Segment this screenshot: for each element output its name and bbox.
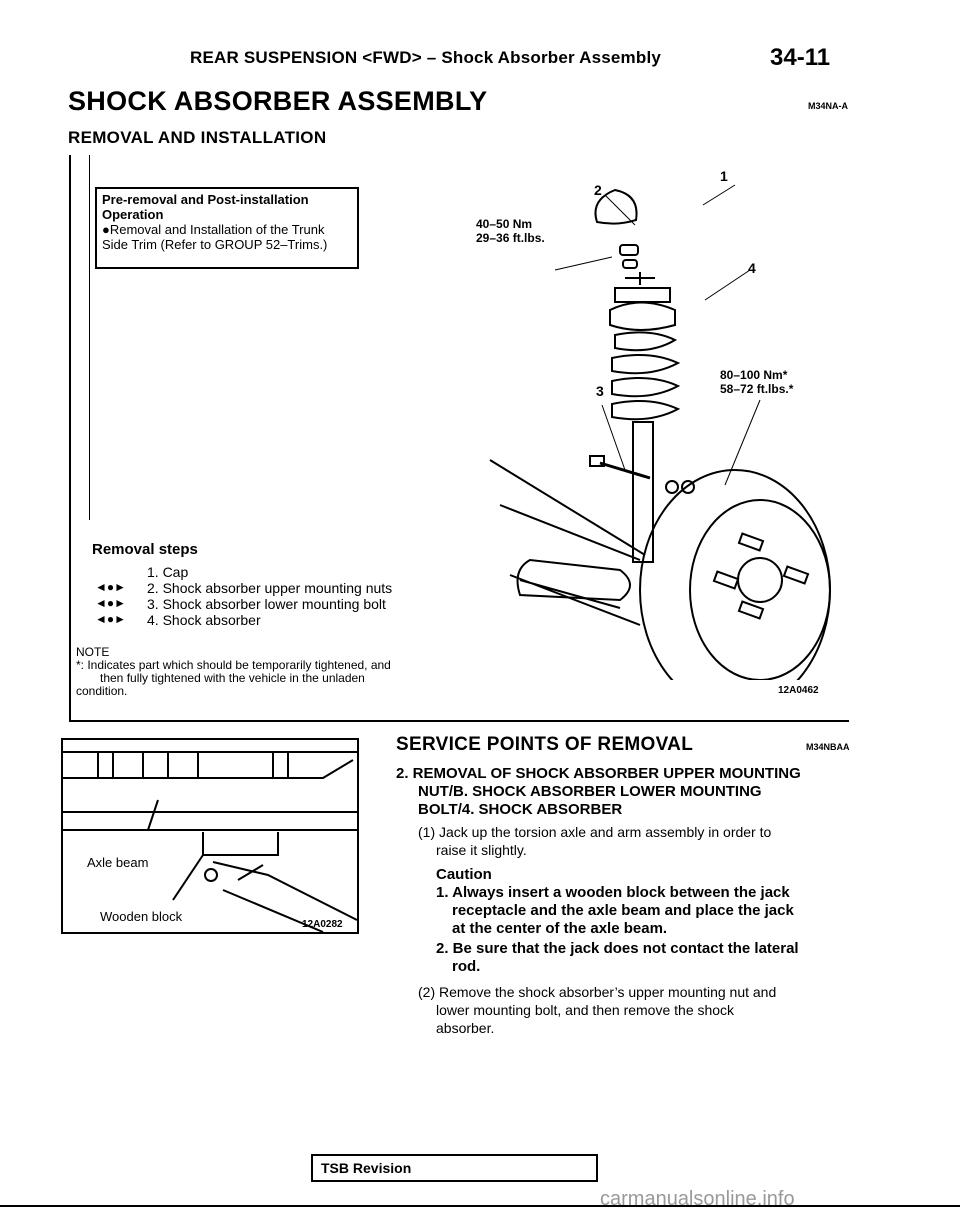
note-line: condition.: [76, 684, 128, 698]
figure-code: 12A0462: [778, 685, 819, 696]
caution-item: receptacle and the axle beam and place t…: [452, 902, 794, 919]
label-wooden-block: Wooden block: [100, 909, 183, 924]
label-axle-beam: Axle beam: [87, 855, 149, 870]
caution-heading: Caution: [436, 866, 492, 883]
procedure-step: (2) Remove the shock absorber’s upper mo…: [418, 984, 777, 1000]
running-header: REAR SUSPENSION <FWD> – Shock Absorber A…: [190, 48, 662, 67]
pre-removal-box: Pre-removal and Post-installation Operat…: [95, 187, 359, 269]
step-text: 4. Shock absorber: [147, 612, 261, 628]
figure-code: 12A0282: [302, 919, 343, 930]
removal-step: ◄●► 4. Shock absorber: [95, 612, 435, 628]
note-line: *: Indicates part which should be tempor…: [76, 658, 391, 672]
title-code: M34NA-A: [808, 101, 849, 111]
left-rule: [69, 155, 71, 720]
caution-item: 1. Always insert a wooden block between …: [436, 884, 790, 901]
brake-drum-part: [639, 469, 831, 680]
torque-spec-lower-nm: 80–100 Nm*: [720, 368, 788, 382]
callout-2: 2: [594, 182, 602, 198]
step-text: 1. Cap: [147, 564, 189, 580]
jack-illustration: [63, 751, 358, 933]
service-point-mark: ◄●►: [95, 612, 127, 626]
removal-step: 1. Cap: [95, 564, 435, 580]
step-text: 3. Shock absorber lower mounting bolt: [147, 596, 386, 612]
service-item-title: BOLT/4. SHOCK ABSORBER: [418, 801, 623, 818]
procedure-step: raise it slightly.: [436, 842, 527, 858]
note: NOTE *: Indicates part which should be t…: [76, 646, 391, 698]
service-point-mark: ◄●►: [95, 580, 127, 594]
step-text: 2. Shock absorber upper mounting nuts: [147, 580, 393, 596]
callout-1: 1: [720, 168, 728, 184]
note-line: then fully tightened with the vehicle in…: [100, 671, 365, 685]
trailing-arm-part: [516, 558, 631, 602]
section-divider: [69, 720, 849, 722]
page-title: SHOCK ABSORBER ASSEMBLY: [68, 86, 488, 116]
caution-item: 2. Be sure that the jack does not contac…: [436, 940, 799, 957]
removal-step: ◄●► 3. Shock absorber lower mounting bol…: [95, 596, 435, 612]
service-item-title: NUT/B. SHOCK ABSORBER LOWER MOUNTING: [418, 783, 762, 800]
shock-body-part: [632, 421, 654, 563]
tsb-revision-box: TSB Revision: [311, 1154, 598, 1182]
procedure-step: absorber.: [436, 1020, 495, 1036]
upper-nut-part: [619, 244, 639, 256]
page-number: 34-11: [770, 44, 831, 71]
caution-item: rod.: [452, 958, 481, 975]
procedure-step: lower mounting bolt, and then remove the…: [436, 1002, 735, 1018]
service-point-mark: ◄●►: [95, 596, 127, 610]
pre-removal-heading: Pre-removal and Post-installation Operat…: [102, 192, 309, 222]
callout-3: 3: [596, 383, 604, 399]
service-item-title: 2. REMOVAL OF SHOCK ABSORBER UPPER MOUNT…: [396, 765, 801, 782]
footer-rule: [0, 1205, 960, 1207]
pre-removal-item: ●Removal and Installation of the Trunk S…: [102, 222, 328, 252]
removal-steps-heading: Removal steps: [92, 541, 198, 558]
wooden-block-part: [202, 832, 279, 856]
caution-item: at the center of the axle beam.: [452, 920, 668, 937]
callout-4: 4: [748, 260, 756, 276]
lower-bolt-part: [599, 461, 651, 480]
service-points-heading: SERVICE POINTS OF REMOVAL: [396, 734, 694, 755]
torque-spec-upper-ft: 29–36 ft.lbs.: [476, 231, 545, 245]
section-subtitle: REMOVAL AND INSTALLATION: [68, 128, 327, 147]
torque-spec-lower-ft: 58–72 ft.lbs.*: [720, 382, 794, 396]
note-label: NOTE: [76, 645, 110, 659]
upper-mount-part: [614, 272, 671, 303]
service-code: M34NBAA: [806, 742, 850, 752]
torque-spec-upper-nm: 40–50 Nm: [476, 217, 533, 231]
watermark: carmanualsonline.info: [600, 1188, 795, 1210]
shock-absorber-illustration: [489, 184, 831, 680]
cap-part: [594, 188, 638, 225]
wheel-studs: [712, 532, 810, 620]
procedure-step: (1) Jack up the torsion axle and arm ass…: [418, 824, 772, 840]
jack-figure-box: [61, 738, 359, 934]
removal-step: ◄●► 2. Shock absorber upper mounting nut…: [95, 580, 435, 596]
inner-rule: [89, 155, 90, 520]
